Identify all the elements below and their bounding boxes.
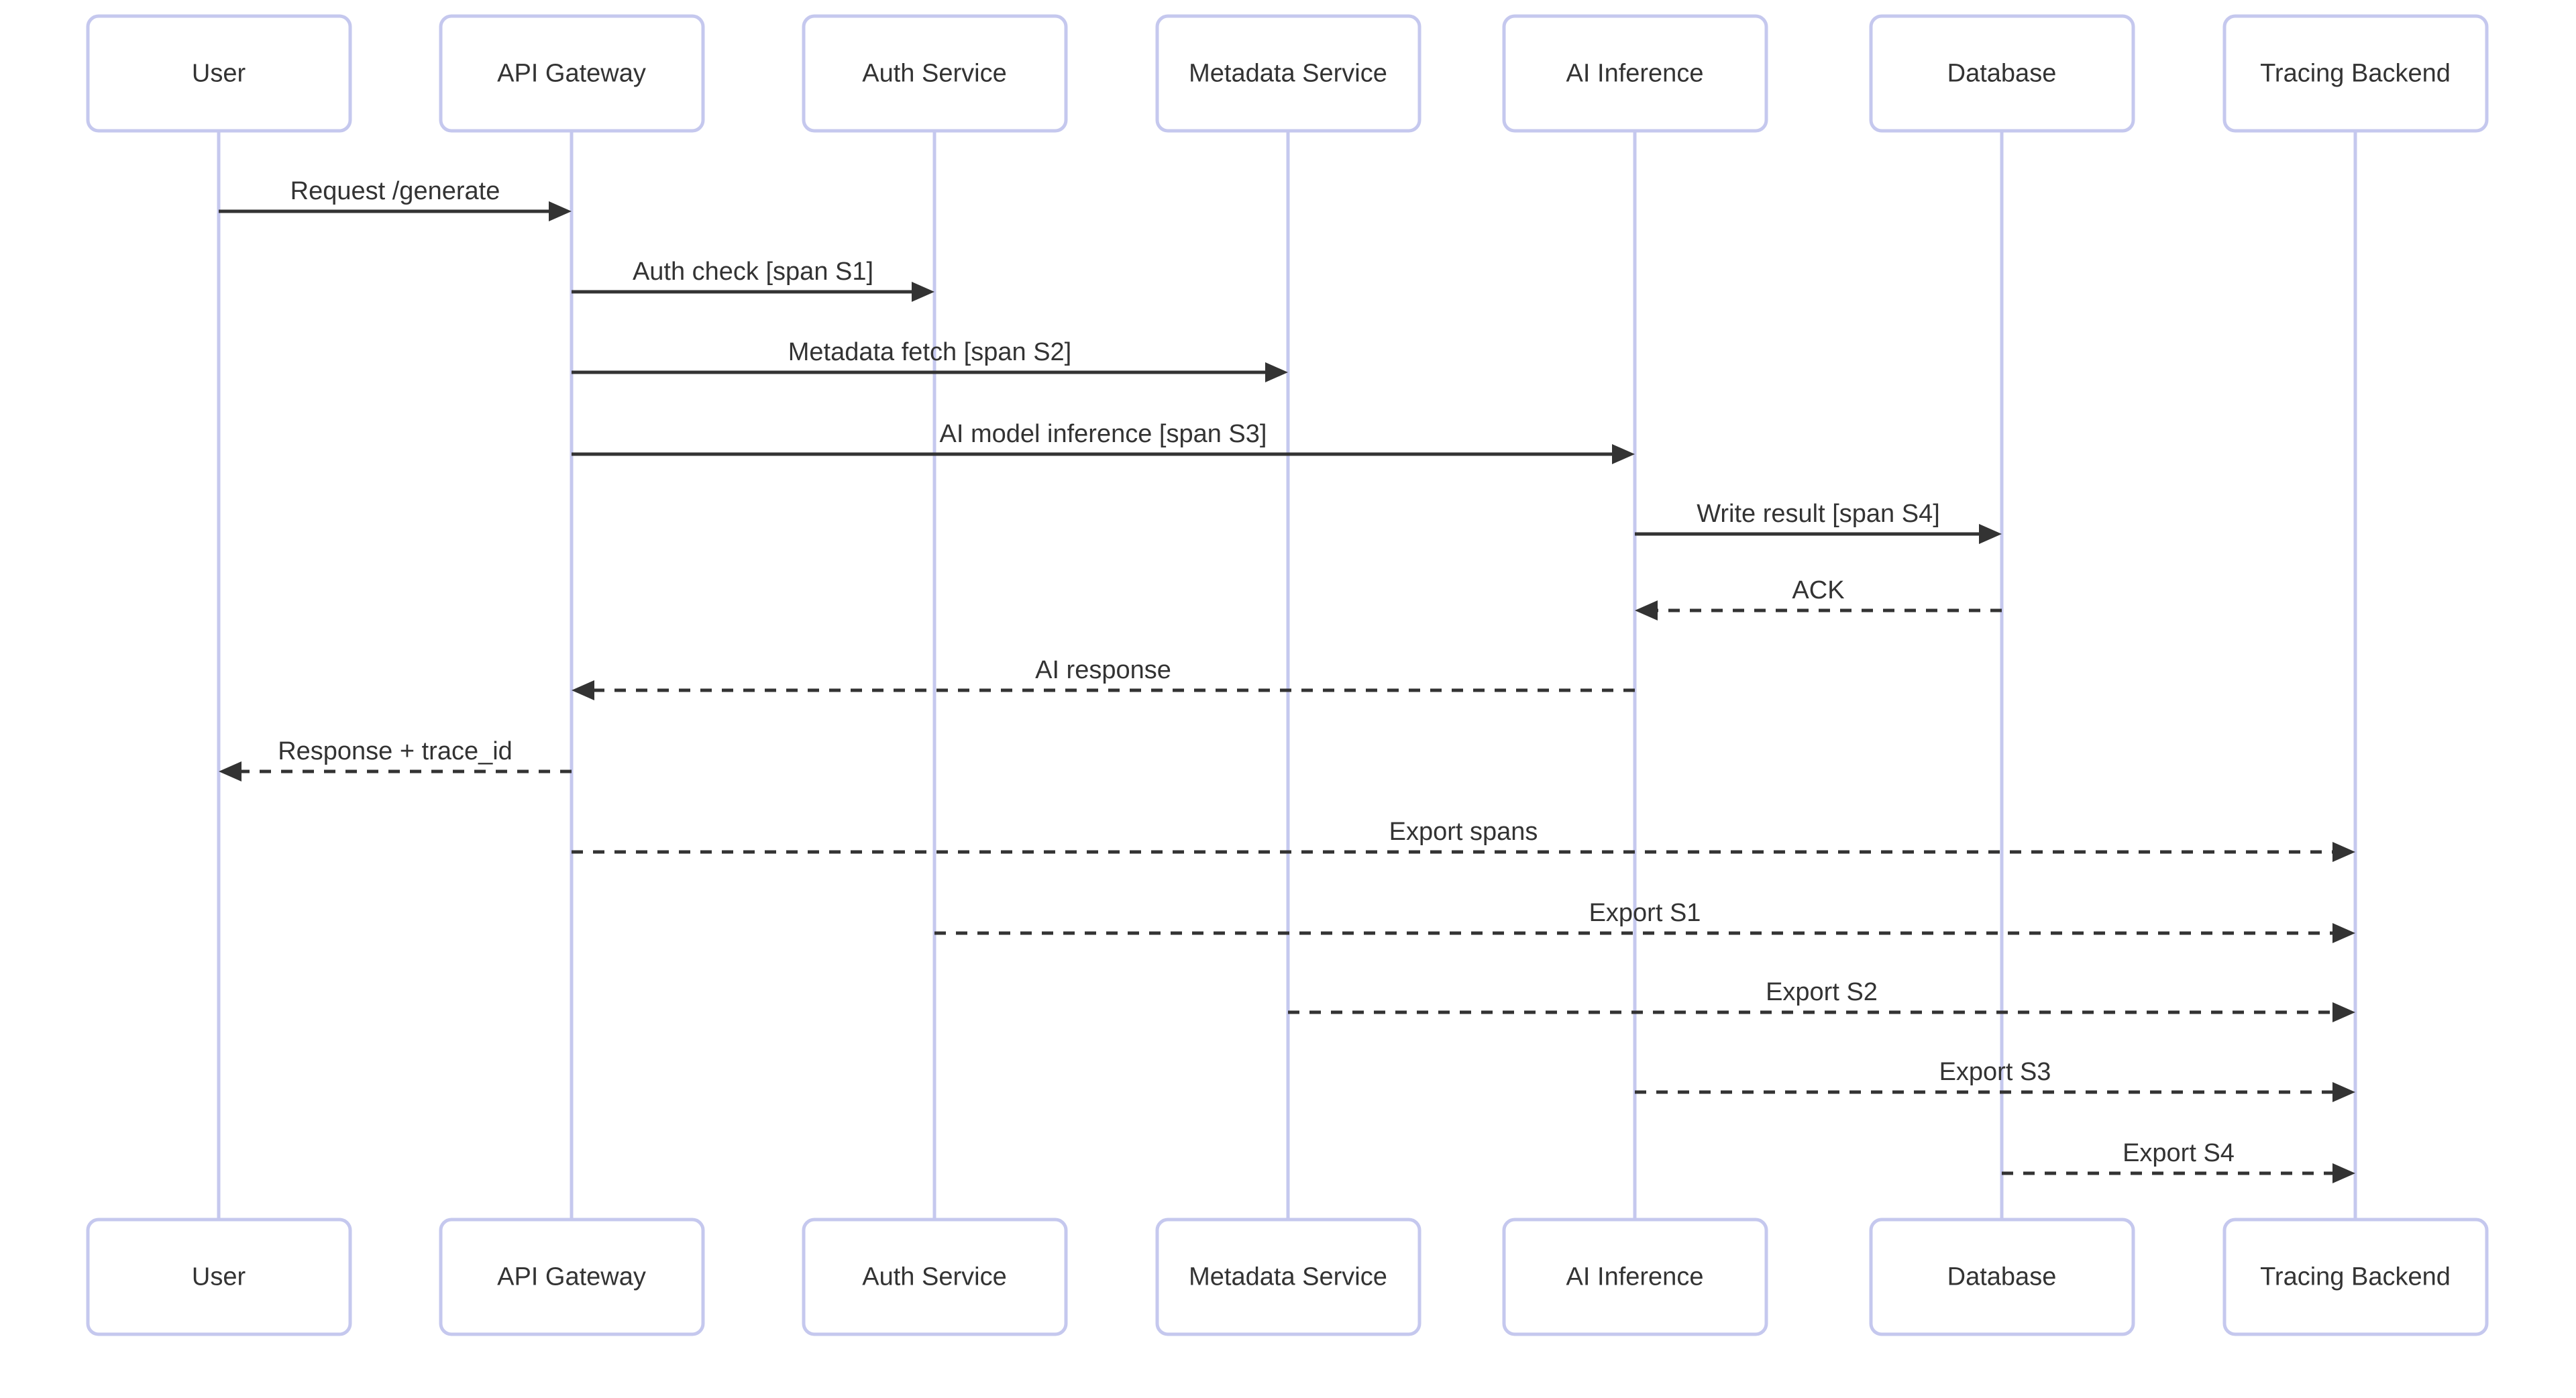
message-arrowhead-3	[1265, 362, 1288, 382]
message-label-3: Metadata fetch [span S2]	[788, 338, 1072, 366]
actor-label-tracing: Tracing Backend	[2260, 60, 2451, 88]
message-label-2: Auth check [span S1]	[633, 258, 873, 286]
message-arrowhead-1	[549, 201, 572, 221]
message-2-gateway-to-auth[interactable]: Auth check [span S1]	[572, 258, 934, 302]
message-label-9: Export spans	[1389, 818, 1538, 846]
actor-box-database[interactable]	[1869, 14, 2135, 133]
actor-gateway-top[interactable]: API Gateway	[439, 14, 705, 133]
message-label-7: AI response	[1035, 656, 1171, 684]
actor-label-ai: AI Inference	[1566, 60, 1704, 88]
message-4-gateway-to-ai[interactable]: AI model inference [span S3]	[572, 420, 1635, 464]
actor-label-database: Database	[1947, 1263, 2057, 1291]
actor-tracing-top[interactable]: Tracing Backend	[2222, 14, 2489, 133]
actor-auth-bottom[interactable]: Auth Service	[802, 1218, 1068, 1336]
actor-box-database[interactable]	[1869, 1218, 2135, 1336]
message-label-10: Export S1	[1589, 899, 1701, 927]
message-6-database-to-ai[interactable]: ACK	[1635, 576, 2002, 621]
actor-box-ai[interactable]	[1502, 1218, 1768, 1336]
message-5-ai-to-database[interactable]: Write result [span S4]	[1635, 500, 2002, 544]
actor-metadata-top[interactable]: Metadata Service	[1155, 14, 1421, 133]
actor-box-gateway[interactable]	[439, 1218, 705, 1336]
actor-auth-top[interactable]: Auth Service	[802, 14, 1068, 133]
actor-ai-bottom[interactable]: AI Inference	[1502, 1218, 1768, 1336]
actor-metadata-bottom[interactable]: Metadata Service	[1155, 1218, 1421, 1336]
message-arrowhead-9	[2332, 842, 2355, 862]
actor-label-metadata: Metadata Service	[1189, 1263, 1387, 1291]
message-11-metadata-to-tracing[interactable]: Export S2	[1288, 978, 2355, 1022]
message-arrowhead-13	[2332, 1163, 2355, 1183]
actor-user-top[interactable]: User	[86, 14, 352, 133]
actor-label-ai: AI Inference	[1566, 1263, 1704, 1291]
message-label-11: Export S2	[1766, 978, 1878, 1006]
message-label-4: AI model inference [span S3]	[940, 420, 1267, 448]
message-13-database-to-tracing[interactable]: Export S4	[2002, 1139, 2355, 1183]
lifelines-layer	[217, 131, 2357, 1220]
message-8-gateway-to-user[interactable]: Response + trace_id	[219, 737, 572, 782]
actor-database-top[interactable]: Database	[1869, 14, 2135, 133]
actor-label-gateway: API Gateway	[497, 1263, 646, 1291]
actor-gateway-bottom[interactable]: API Gateway	[439, 1218, 705, 1336]
message-7-ai-to-gateway[interactable]: AI response	[572, 656, 1635, 700]
message-arrowhead-5	[1979, 524, 2002, 544]
actor-label-auth: Auth Service	[862, 60, 1006, 88]
message-label-6: ACK	[1792, 576, 1844, 604]
message-arrowhead-7	[572, 680, 594, 700]
actor-database-bottom[interactable]: Database	[1869, 1218, 2135, 1336]
actor-box-tracing[interactable]	[2222, 1218, 2489, 1336]
actor-box-user[interactable]	[86, 14, 352, 133]
actor-box-metadata[interactable]	[1155, 14, 1421, 133]
actor-box-tracing[interactable]	[2222, 14, 2489, 133]
actor-label-user: User	[192, 1263, 246, 1291]
actor-tracing-bottom[interactable]: Tracing Backend	[2222, 1218, 2489, 1336]
message-arrowhead-8	[219, 761, 241, 782]
message-9-gateway-to-tracing[interactable]: Export spans	[572, 818, 2355, 862]
actors-bottom-layer: User API Gateway Auth Service Metadata Serv…	[86, 1218, 2489, 1336]
message-arrowhead-12	[2332, 1082, 2355, 1102]
actor-label-metadata: Metadata Service	[1189, 60, 1387, 88]
message-arrowhead-6	[1635, 600, 1658, 621]
message-arrowhead-4	[1612, 444, 1635, 464]
actor-box-ai[interactable]	[1502, 14, 1768, 133]
message-label-5: Write result [span S4]	[1697, 500, 1940, 528]
actor-box-auth[interactable]	[802, 1218, 1068, 1336]
message-arrowhead-2	[912, 282, 934, 302]
message-label-12: Export S3	[1939, 1058, 2051, 1086]
message-10-auth-to-tracing[interactable]: Export S1	[934, 899, 2355, 943]
actor-user-bottom[interactable]: User	[86, 1218, 352, 1336]
message-12-ai-to-tracing[interactable]: Export S3	[1635, 1058, 2355, 1102]
actor-box-user[interactable]	[86, 1218, 352, 1336]
actor-ai-top[interactable]: AI Inference	[1502, 14, 1768, 133]
actor-label-user: User	[192, 60, 246, 88]
actor-box-gateway[interactable]	[439, 14, 705, 133]
message-1-user-to-gateway[interactable]: Request /generate	[219, 177, 572, 221]
actor-box-metadata[interactable]	[1155, 1218, 1421, 1336]
actor-label-gateway: API Gateway	[497, 60, 646, 88]
actor-label-auth: Auth Service	[862, 1263, 1006, 1291]
actor-label-database: Database	[1947, 60, 2057, 88]
actor-box-auth[interactable]	[802, 14, 1068, 133]
message-arrowhead-11	[2332, 1002, 2355, 1022]
actors-top-layer: User API Gateway Auth Service Metadata Serv…	[86, 14, 2489, 133]
message-label-13: Export S4	[2123, 1139, 2235, 1167]
message-label-8: Response + trace_id	[278, 737, 513, 765]
message-arrowhead-10	[2332, 923, 2355, 943]
message-label-1: Request /generate	[290, 177, 500, 205]
message-3-gateway-to-metadata[interactable]: Metadata fetch [span S2]	[572, 338, 1288, 382]
actor-label-tracing: Tracing Backend	[2260, 1263, 2451, 1291]
